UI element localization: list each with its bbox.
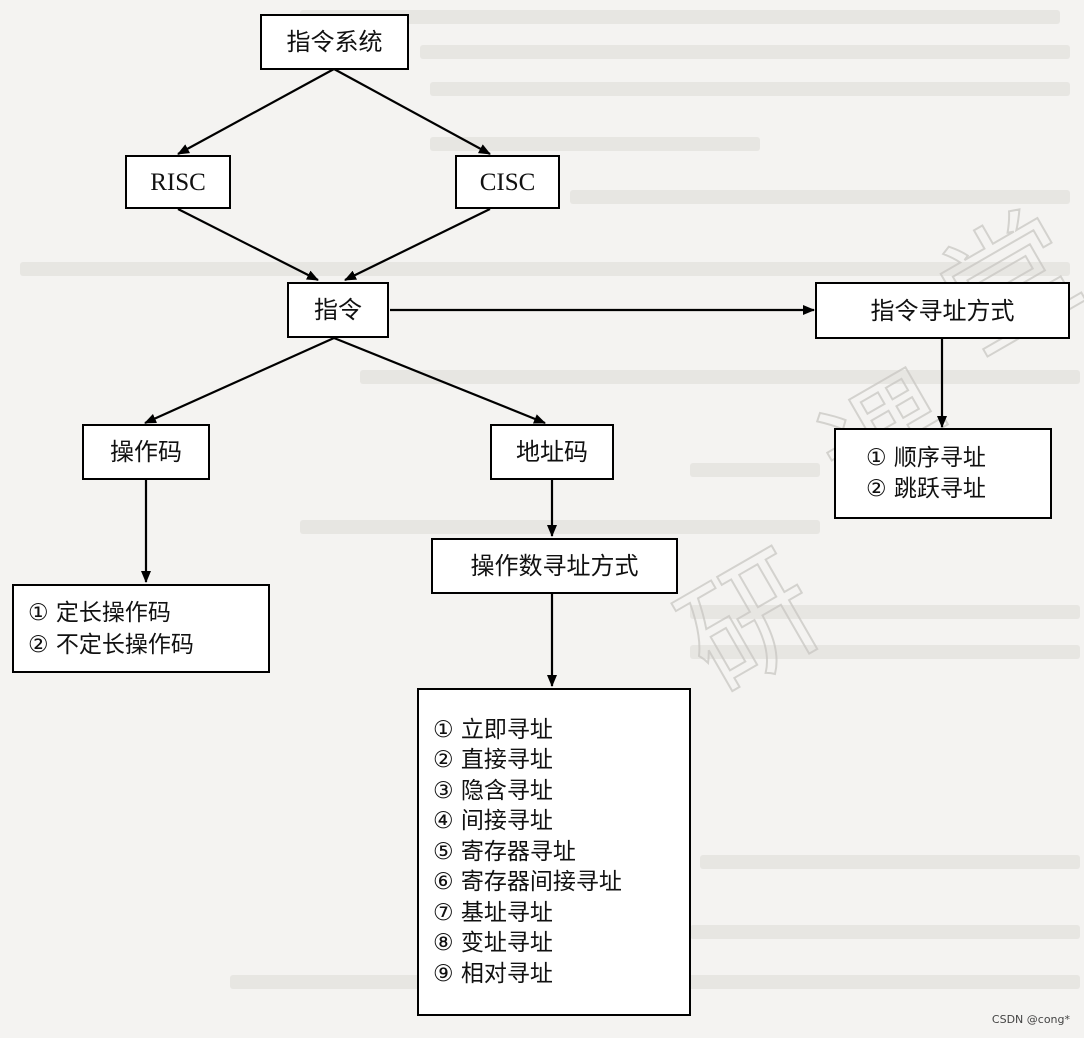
list-item: ① 立即寻址 xyxy=(433,716,553,743)
node-instruction-system: 指令系统 xyxy=(260,14,409,70)
list-item: ④ 间接寻址 xyxy=(433,808,553,835)
source-credit: CSDN @cong* xyxy=(991,1013,1070,1026)
list-item: ② 直接寻址 xyxy=(433,747,553,774)
list-item: ① 顺序寻址 xyxy=(866,444,986,471)
node-instruction: 指令 xyxy=(287,282,389,338)
arrow-root-to-cisc xyxy=(333,68,491,155)
list-item: ⑤ 寄存器寻址 xyxy=(433,838,576,865)
list-item: ② 跳跃寻址 xyxy=(866,475,986,502)
list-item: ⑦ 基址寻址 xyxy=(433,899,553,926)
arrow-cisc-to-instruction xyxy=(344,208,491,281)
arrow-root-to-risc xyxy=(177,68,335,155)
node-risc: RISC xyxy=(125,155,231,209)
arrow-instruction-to-address-code xyxy=(333,336,546,425)
list-item: ⑧ 变址寻址 xyxy=(433,930,553,957)
node-operand-addressing-mode: 操作数寻址方式 xyxy=(431,538,678,594)
node-opcode: 操作码 xyxy=(82,424,210,480)
arrow-risc-to-instruction xyxy=(177,208,319,281)
instruction-addressing-list: ① 顺序寻址 ② 跳跃寻址 xyxy=(834,428,1052,519)
node-cisc: CISC xyxy=(455,155,560,209)
arrow-instruction-to-opcode xyxy=(144,336,335,425)
list-item: ③ 隐含寻址 xyxy=(433,777,553,804)
list-item: ⑥ 寄存器间接寻址 xyxy=(433,869,622,896)
operand-addressing-list: ① 立即寻址 ② 直接寻址 ③ 隐含寻址 ④ 间接寻址 ⑤ 寄存器寻址 ⑥ 寄存… xyxy=(417,688,691,1016)
node-address-code: 地址码 xyxy=(490,424,614,480)
list-item: ⑨ 相对寻址 xyxy=(433,960,553,987)
opcode-list: ① 定长操作码 ② 不定长操作码 xyxy=(12,584,270,673)
list-item: ② 不定长操作码 xyxy=(28,631,194,658)
node-instruction-addressing-mode: 指令寻址方式 xyxy=(815,282,1070,339)
list-item: ① 定长操作码 xyxy=(28,599,171,626)
